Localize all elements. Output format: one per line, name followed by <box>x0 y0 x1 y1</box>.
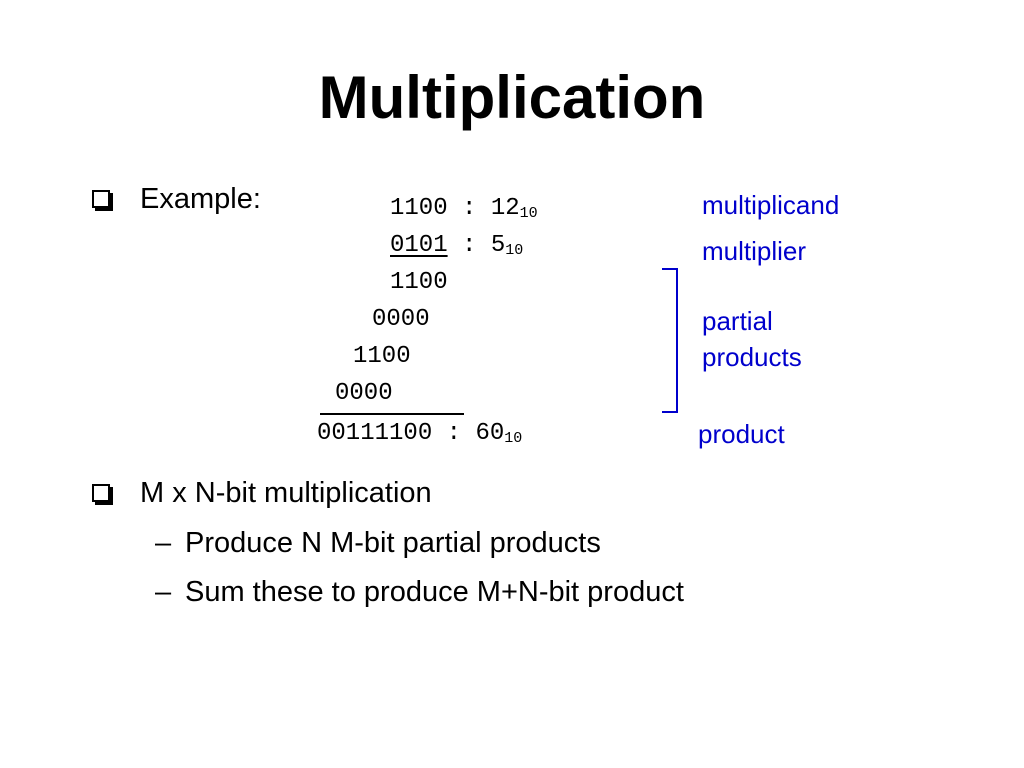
product-row: 00111100 : 6010 <box>317 420 522 450</box>
multiplier-label: multiplier <box>702 236 807 266</box>
base-subscript: 10 <box>504 430 523 447</box>
multiplicand-decimal: 12 <box>490 195 520 222</box>
bullet-text: Example: <box>140 183 261 215</box>
partial-label-line2: products <box>702 342 802 372</box>
partial-product-row: 0000 <box>372 306 430 333</box>
partial-label-line1: partial <box>702 306 773 336</box>
partial-product-row: 0000 <box>335 380 393 407</box>
separator: : <box>462 232 477 259</box>
product-label: product <box>698 419 785 449</box>
dash-bullet: – <box>155 576 172 608</box>
sub-bullet-text: Sum these to produce M+N-bit product <box>185 576 684 608</box>
multiplier-decimal: 5 <box>490 232 506 259</box>
checkbox-bullet-icon <box>92 484 110 502</box>
multiplicand-binary: 1100 <box>390 195 448 222</box>
page-title: Multiplication <box>318 64 706 131</box>
sum-rule <box>320 413 464 415</box>
bullet-text: M x N-bit multiplication <box>140 477 432 509</box>
checkbox-bullet-icon <box>92 190 110 208</box>
sub-bullet-text: Produce N M-bit partial products <box>185 527 601 559</box>
base-subscript: 10 <box>505 242 524 259</box>
multiplier-row: 0101 : 510 <box>390 232 523 262</box>
partial-product-row: 1100 <box>390 269 448 296</box>
multiplier-binary: 0101 <box>390 232 448 259</box>
product-decimal: 60 <box>475 420 505 447</box>
separator: : <box>446 420 462 447</box>
multiplicand-label: multiplicand <box>702 190 840 220</box>
dash-bullet: – <box>155 527 172 559</box>
partial-products-bracket <box>662 268 678 413</box>
product-binary: 00111100 <box>317 420 433 447</box>
base-subscript: 10 <box>519 205 538 222</box>
partial-product-row: 1100 <box>353 343 411 370</box>
multiplicand-row: 1100 : 1210 <box>390 195 538 225</box>
separator: : <box>462 195 477 222</box>
